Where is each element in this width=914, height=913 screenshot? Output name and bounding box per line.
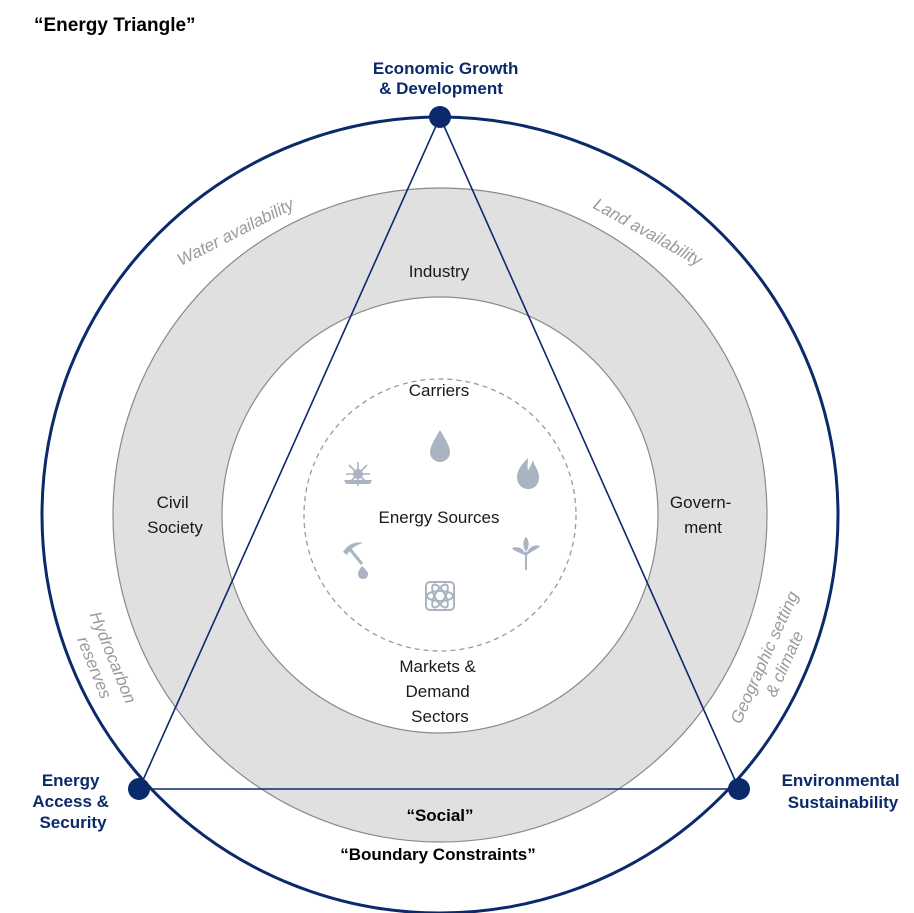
plant-icon <box>512 537 540 570</box>
label-government: Govern- ment <box>670 493 736 537</box>
mining-icon <box>343 542 368 579</box>
flame-icon <box>517 458 539 489</box>
inner-white-disc <box>221 296 659 734</box>
label-boundary-constraints: “Boundary Constraints” <box>340 845 536 864</box>
label-carriers: Carriers <box>409 381 469 400</box>
energy-triangle <box>137 115 741 790</box>
label-civil-society: Civil Society <box>147 493 203 537</box>
label-energy-sources: Energy Sources <box>379 508 500 527</box>
vertex-label-top: Economic Growth & Development <box>373 59 523 98</box>
vertex-dot-left <box>128 778 150 800</box>
label-social: “Social” <box>406 806 473 825</box>
label-markets-demand-sectors: Markets & Demand Sectors <box>399 657 480 726</box>
oil-drop-icon <box>430 430 450 462</box>
label-industry: Industry <box>409 262 470 281</box>
vertex-dot-top <box>429 106 451 128</box>
diagram-title: “Energy Triangle” <box>34 15 196 36</box>
vertex-dot-right <box>728 778 750 800</box>
vertex-label-right: Environmental Sustainability <box>782 771 905 812</box>
vertex-label-left: Energy Access & Security <box>32 771 113 832</box>
energy-sources-circle <box>303 378 577 652</box>
constraint-hydrocarbon-reserves: Hydrocarbon reserves <box>66 609 141 719</box>
atom-icon <box>425 581 455 611</box>
sun-icon <box>344 462 372 486</box>
